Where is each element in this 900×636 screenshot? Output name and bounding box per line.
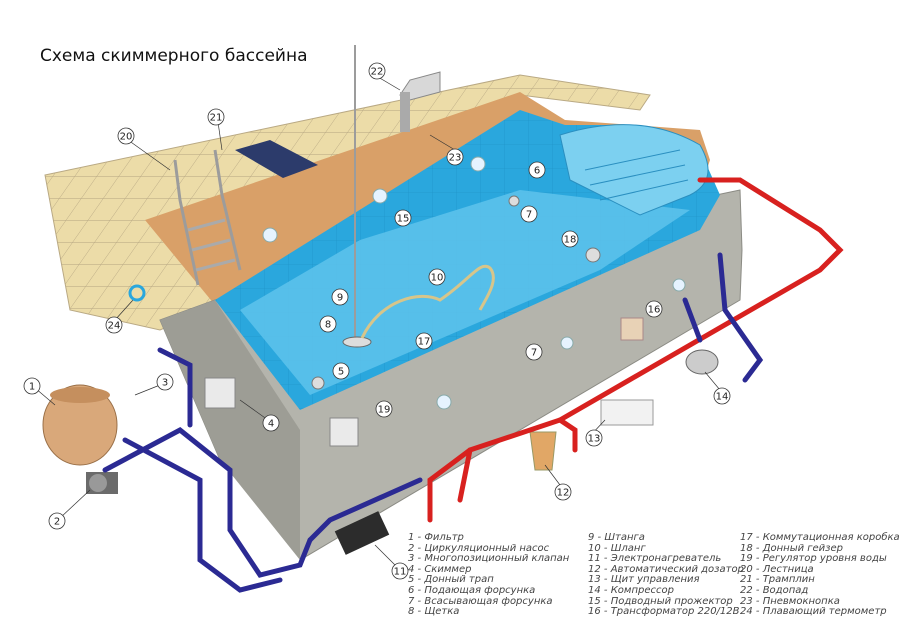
- callout-2: 2: [48, 489, 91, 530]
- callout-12: 12: [544, 464, 572, 501]
- callout-14: 14: [704, 371, 731, 405]
- legend-item: 19 - Регулятор уровня воды: [740, 553, 887, 565]
- callout-22: 22: [368, 62, 401, 91]
- callout-8: 8: [319, 315, 337, 333]
- legend-item: 24 - Плавающий термометр: [740, 606, 887, 618]
- svg-text:16: 16: [648, 305, 661, 316]
- callout-10: 10: [428, 268, 446, 286]
- callout-18: 18: [561, 230, 579, 248]
- callout-11: 11: [374, 544, 409, 580]
- diving-board: [235, 140, 318, 178]
- svg-text:23: 23: [449, 153, 462, 164]
- legend-item: 14 - Компрессор: [588, 584, 674, 596]
- callout-7a: 7: [520, 205, 538, 223]
- callout-5: 5: [332, 362, 350, 380]
- legend-item: 2 - Циркуляционный насос: [408, 542, 550, 554]
- legend-item: 20 - Лестница: [740, 563, 814, 575]
- legend-item: 8 - Щетка: [408, 606, 460, 618]
- legend-item: 18 - Донный гейзер: [740, 542, 843, 554]
- svg-text:7: 7: [531, 348, 537, 359]
- svg-text:22: 22: [371, 67, 384, 78]
- pool-hose: [360, 264, 495, 339]
- underwater-lights: [262, 156, 686, 410]
- svg-text:21: 21: [210, 113, 223, 124]
- svg-text:10: 10: [431, 273, 444, 284]
- svg-text:20: 20: [120, 132, 133, 143]
- callout-13: 13: [585, 419, 606, 447]
- svg-text:5: 5: [338, 367, 344, 378]
- pool-concrete-side: [160, 300, 300, 560]
- cold-pipes: [102, 252, 764, 593]
- svg-text:13: 13: [588, 434, 601, 445]
- electric-heater: [334, 511, 390, 555]
- legend-item: 4 - Скиммер: [408, 563, 472, 575]
- svg-text:1: 1: [29, 382, 35, 393]
- callout-21: 21: [207, 108, 225, 151]
- svg-text:12: 12: [557, 488, 570, 499]
- callout-23: 23: [429, 134, 464, 166]
- dosing-unit: [529, 431, 557, 471]
- callout-20: 20: [117, 127, 171, 171]
- svg-text:3: 3: [162, 378, 168, 389]
- svg-text:2: 2: [54, 517, 60, 528]
- compressor: [685, 349, 719, 375]
- callout-3: 3: [134, 373, 174, 396]
- legend-item: 10 - Шланг: [588, 542, 646, 554]
- svg-text:9: 9: [337, 293, 343, 304]
- legend-item: 6 - Подающая форсунка: [408, 584, 536, 596]
- legend-column-2: 9 - Штанга 10 - Шланг 11 - Электронагрев…: [588, 532, 744, 618]
- pool-steps: [559, 124, 709, 216]
- legend-item: 9 - Штанга: [588, 532, 645, 543]
- legend-item: 16 - Трансформатор 220/12В: [588, 606, 740, 618]
- skimmer-left: [204, 377, 236, 409]
- svg-text:6: 6: [534, 166, 540, 177]
- callout-4: 4: [239, 399, 280, 432]
- legend-item: 21 - Трамплин: [740, 574, 815, 586]
- callout-9: 9: [331, 288, 349, 306]
- callout-16: 16: [645, 300, 663, 318]
- diagram-title: Схема скиммерного бассейна: [40, 46, 308, 66]
- callout-7b: 7: [525, 343, 543, 361]
- svg-text:8: 8: [325, 320, 331, 331]
- svg-text:14: 14: [716, 392, 729, 403]
- callout-6: 6: [528, 161, 546, 179]
- legend-column-1: 1 - Фильтр 2 - Циркуляционный насос 3 - …: [408, 532, 570, 618]
- callout-19: 19: [375, 400, 393, 418]
- svg-text:17: 17: [418, 337, 431, 348]
- legend-column-3: 17 - Коммутационная коробка 18 - Донный …: [740, 532, 900, 618]
- legend-item: 11 - Электронагреватель: [588, 553, 722, 565]
- svg-text:18: 18: [564, 235, 577, 246]
- pool-brush: [342, 336, 372, 348]
- transformer: [620, 317, 644, 341]
- callout-17: 17: [415, 332, 433, 350]
- callout-1: 1: [23, 377, 56, 406]
- legend-item: 17 - Коммутационная коробка: [740, 532, 900, 543]
- svg-text:4: 4: [268, 419, 274, 430]
- svg-text:24: 24: [108, 321, 121, 332]
- skimmer-right: [329, 417, 359, 447]
- hot-pipes: [427, 177, 844, 523]
- svg-text:11: 11: [394, 567, 407, 578]
- callout-15: 15: [394, 209, 412, 227]
- legend-item: 22 - Водопад: [740, 584, 809, 596]
- legend-item: 7 - Всасывающая форсунка: [408, 595, 553, 607]
- legend-item: 23 - Пневмокнопка: [740, 595, 840, 607]
- legend-item: 3 - Многопозиционный клапан: [408, 553, 570, 565]
- floating-thermometer: [128, 284, 146, 302]
- legend-item: 13 - Щит управления: [588, 574, 700, 586]
- legend-item: 15 - Подводный прожектор: [588, 595, 733, 607]
- legend-item: 1 - Фильтр: [408, 532, 464, 543]
- callout-24: 24: [105, 299, 134, 334]
- svg-text:7: 7: [526, 210, 532, 221]
- legend-item: 5 - Донный трап: [408, 574, 494, 586]
- sand-filter: [42, 384, 118, 466]
- svg-text:15: 15: [397, 214, 410, 225]
- svg-text:19: 19: [378, 405, 391, 416]
- callouts: 1 2 3 4 5 6 7 7 8 9 10 11 12 13 14 15 16…: [23, 62, 731, 580]
- ladder: [173, 149, 242, 286]
- control-panel: [600, 399, 654, 426]
- legend-item: 12 - Автоматический дозатор: [588, 563, 744, 575]
